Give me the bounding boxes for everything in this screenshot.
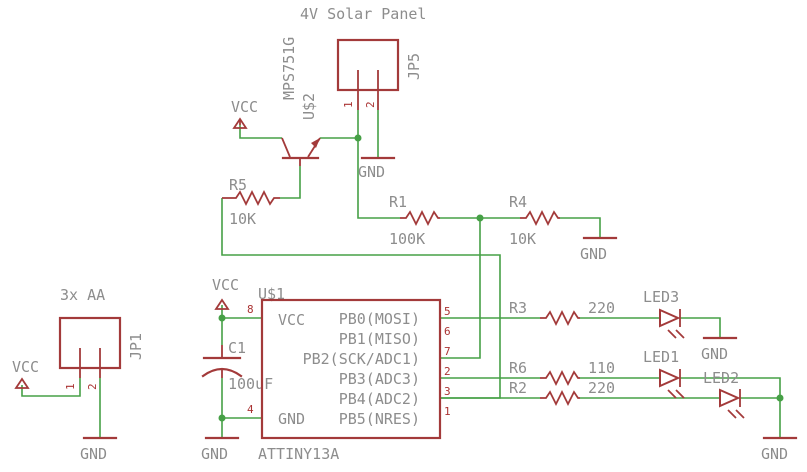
chip-pin-pb5: PB5(NRES) — [339, 410, 420, 428]
chip-pin-vcc: VCC — [278, 311, 305, 329]
chip-pin-pb4: PB4(ADC2) — [339, 390, 420, 408]
c1-gnd-label: GND — [201, 445, 228, 463]
led1-label: LED1 — [643, 348, 679, 366]
jp5-pin1-number: 1 — [342, 101, 355, 108]
pin-number-pb5: 1 — [444, 405, 451, 418]
capacitor-symbol — [201, 345, 243, 378]
pin-number-vcc: 8 — [247, 303, 254, 316]
chip-pin-pb0: PB0(MOSI) — [339, 310, 420, 328]
led2-label: LED2 — [703, 369, 739, 387]
r5-label: R5 — [229, 176, 247, 194]
vcc-symbol — [232, 117, 248, 129]
attiny13a-chip — [260, 298, 442, 440]
junctions — [218, 134, 784, 422]
led2-gnd-label: GND — [761, 445, 788, 463]
pin-number-pb1: 6 — [444, 325, 451, 338]
chip-pin-pb1: PB1(MISO) — [339, 330, 420, 348]
vcc-symbol — [14, 377, 30, 389]
wire-vcc-collector — [239, 125, 282, 139]
battery-title: 3x AA — [60, 286, 105, 304]
led1-symbol — [659, 368, 685, 399]
r3-resistor — [540, 309, 580, 327]
chip-ref-label: U$1 — [258, 285, 285, 303]
jp1-label: JP1 — [127, 333, 145, 360]
c1-value: 100uF — [228, 375, 273, 393]
transistor-symbol — [281, 137, 321, 166]
junction-dot — [218, 314, 226, 322]
wire-led1-gnd — [680, 377, 781, 438]
jp5-gnd-label: GND — [358, 163, 385, 181]
chip-pin-pb3: PB3(ADC3) — [339, 370, 420, 388]
r1-resistor — [400, 209, 440, 227]
r4-resistor — [520, 209, 560, 227]
c1-label: C1 — [228, 339, 246, 357]
pin-number-pb4: 3 — [444, 385, 451, 398]
pin-number-pb0: 5 — [444, 305, 451, 318]
jp5-pin2-number: 2 — [364, 101, 377, 108]
wire-base-r5 — [280, 166, 301, 199]
junction-dot — [218, 414, 226, 422]
r6-label: R6 — [509, 359, 527, 377]
junction-dot — [354, 134, 362, 142]
r4-gnd-label: GND — [580, 245, 607, 263]
r1-label: R1 — [389, 193, 407, 211]
transistor-part-label: MPS751G — [280, 37, 298, 100]
r2-label: R2 — [509, 379, 527, 397]
pin-number-gnd: 4 — [247, 403, 254, 416]
vcc-symbol — [214, 298, 230, 310]
junction-dot — [476, 214, 484, 222]
r2-value: 220 — [588, 379, 615, 397]
wire-led3-gnd — [680, 317, 721, 338]
r1-value: 100K — [389, 230, 425, 248]
chip-pin-gnd: GND — [278, 410, 305, 428]
r5-resistor — [222, 189, 280, 207]
r3-label: R3 — [509, 299, 527, 317]
wire-divider-pb2 — [440, 218, 481, 359]
led2-symbol — [719, 388, 745, 419]
r2-resistor — [540, 389, 580, 407]
r4-value: 10K — [509, 230, 536, 248]
jp1-pin2-number: 2 — [86, 383, 99, 390]
r3-value: 220 — [588, 299, 615, 317]
wire-jp5-r1 — [357, 138, 400, 219]
wires — [21, 110, 781, 438]
r6-value: 110 — [588, 359, 615, 377]
r6-resistor — [540, 369, 580, 387]
jp1-pin1-number: 1 — [64, 383, 77, 390]
jp1-connector — [58, 316, 122, 378]
pin-number-pb2: 7 — [444, 345, 451, 358]
chip-name-label: ATTINY13A — [258, 445, 339, 463]
vcc-top-label: VCC — [231, 98, 258, 116]
wire-r4-gnd — [560, 217, 601, 238]
pin-number-pb3: 2 — [444, 365, 451, 378]
wire-jp1-vcc — [21, 378, 81, 397]
r5-value: 10K — [229, 210, 256, 228]
c1-vcc-label: VCC — [212, 276, 239, 294]
chip-pin-pb2: PB2(SCK/ADC1) — [303, 350, 420, 368]
led3-label: LED3 — [643, 288, 679, 306]
jp5-label: JP5 — [405, 53, 423, 80]
solar-panel-title: 4V Solar Panel — [300, 5, 426, 23]
transistor-ref-label: U$2 — [300, 93, 318, 120]
jp5-connector — [336, 38, 400, 110]
jp1-vcc-label: VCC — [12, 358, 39, 376]
r4-label: R4 — [509, 193, 527, 211]
led3-symbol — [659, 308, 685, 339]
jp1-gnd-label: GND — [80, 445, 107, 463]
junction-dot — [776, 394, 784, 402]
led3-gnd-label: GND — [701, 345, 728, 363]
